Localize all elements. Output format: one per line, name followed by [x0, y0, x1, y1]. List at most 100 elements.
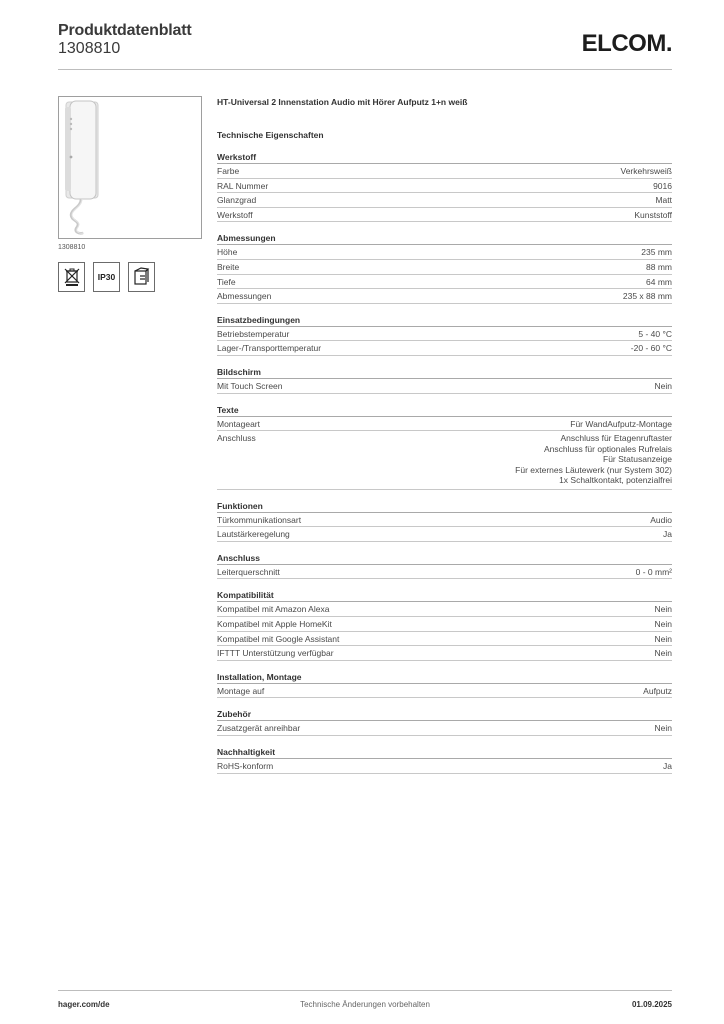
spec-value: 64 mm: [646, 276, 672, 287]
spec-group-title: Werkstoff: [217, 151, 672, 164]
spec-label: IFTTT Unterstützung verfügbar: [217, 648, 334, 659]
spec-value-line: 1x Schaltkontakt, potenzialfrei: [559, 475, 672, 486]
intercom-handset-image: [65, 100, 99, 235]
spec-label: Kompatibel mit Google Assistant: [217, 633, 340, 644]
footer-website: hager.com/de: [58, 1000, 110, 1009]
page-footer: hager.com/de Technische Änderungen vorbe…: [58, 990, 672, 1012]
spec-group-title: Einsatzbedingungen: [217, 314, 672, 327]
spec-group-title: Anschluss: [217, 552, 672, 565]
spec-label: Türkommunikationsart: [217, 514, 302, 525]
spec-value: Verkehrsweiß: [620, 166, 673, 176]
spec-row: Kompatibel mit Apple HomeKit Nein: [217, 617, 672, 632]
image-caption: 1308810: [58, 244, 86, 251]
spec-row: Mit Touch Screen Nein: [217, 379, 672, 394]
spec-row: Kompatibel mit Amazon Alexa Nein: [217, 602, 672, 617]
product-image: [58, 96, 202, 239]
spec-value-line: Anschluss für optionales Rufrelais: [543, 443, 672, 454]
spec-value-line: Für externes Läutewerk (nur System 302): [515, 464, 672, 475]
spec-value: Aufputz: [643, 685, 672, 696]
spec-value: 5 - 40 °C: [638, 328, 672, 339]
spec-row: Tiefe 64 mm: [217, 275, 672, 290]
spec-label: Werkstoff: [217, 209, 253, 220]
spec-label: Montageart: [217, 418, 260, 429]
spec-row: Abmessungen 235 x 88 mm: [217, 289, 672, 304]
spec-label: Glanzgrad: [217, 195, 257, 206]
spec-value: Kunststoff: [634, 209, 672, 220]
spec-value: Ja: [663, 529, 672, 540]
product-name: HT-Universal 2 Innenstation Audio mit Hö…: [217, 97, 468, 107]
spec-value: Nein: [654, 648, 672, 659]
document-number: 1308810: [58, 40, 121, 57]
footer-date: 01.09.2025: [631, 1000, 672, 1009]
spec-row: Werkstoff Kunststoff: [217, 208, 672, 223]
spec-row: IFTTT Unterstützung verfügbar Nein: [217, 646, 672, 661]
spec-row: Breite 88 mm: [217, 260, 672, 275]
specifications: HT-Universal 2 Innenstation Audio mit Hö…: [217, 96, 672, 774]
elcom-logo: ELCOM.: [581, 30, 673, 57]
spec-value: Ja: [663, 760, 672, 771]
spec-row: Türkommunikationsart Audio: [217, 513, 672, 528]
spec-label: Breite: [217, 261, 240, 272]
spec-value: 235 x 88 mm: [622, 291, 672, 302]
spec-value: Nein: [654, 723, 672, 734]
spec-label: Lautstärkeregelung: [217, 529, 290, 540]
spec-row: Kompatibel mit Google Assistant Nein: [217, 632, 672, 647]
spec-value: Matt: [655, 195, 672, 206]
certification-badges: IP30: [58, 262, 155, 292]
spec-value-line: Anschluss für Etagenruftaster: [560, 433, 672, 444]
spec-value: Für WandAufputz-Montage: [570, 418, 672, 429]
document-title: Produktdatenblatt: [58, 22, 192, 39]
footer-disclaimer: Technische Änderungen vorbehalten: [300, 1000, 430, 1009]
weee-bin-icon: [58, 262, 85, 292]
spec-group-title: Funktionen: [217, 500, 672, 513]
spec-label: Kompatibel mit Amazon Alexa: [217, 604, 330, 615]
spec-value: 9016: [653, 180, 672, 191]
spec-value: Nein: [654, 604, 672, 615]
spec-label: Zusatzgerät anreihbar: [217, 723, 301, 734]
spec-label: Abmessungen: [217, 291, 272, 302]
spec-group-title: Kompatibilität: [217, 589, 672, 603]
spec-row: Betriebstemperatur 5 - 40 °C: [217, 327, 672, 342]
spec-label: Montage auf: [217, 685, 265, 696]
spec-label: RAL Nummer: [217, 180, 269, 191]
spec-row: Montageart Für WandAufputz-Montage: [217, 417, 672, 432]
spec-group-title: Zubehör: [217, 708, 672, 722]
spec-value: Nein: [654, 633, 672, 644]
spec-label: Kompatibel mit Apple HomeKit: [217, 619, 332, 629]
spec-label: Tiefe: [217, 276, 236, 287]
spec-label: Betriebstemperatur: [217, 328, 290, 339]
spec-group-title: Installation, Montage: [217, 671, 672, 684]
spec-label: Mit Touch Screen: [217, 380, 283, 391]
spec-value-line: Für Statusanzeige: [603, 454, 672, 465]
spec-row: Montage auf Aufputz: [217, 684, 672, 699]
spec-value: Audio: [650, 514, 672, 525]
spec-row: Lautstärkeregelung Ja: [217, 527, 672, 542]
spec-group-title: Nachhaltigkeit: [217, 746, 672, 759]
spec-value: -20 - 60 °C: [630, 343, 672, 354]
surface-mount-icon: [128, 262, 155, 292]
spec-value: 235 mm: [641, 247, 672, 258]
page-header: Produktdatenblatt 1308810 ELCOM.: [58, 20, 673, 70]
section-heading: Technische Eigenschaften: [217, 130, 324, 140]
spec-value: 88 mm: [646, 261, 672, 272]
spec-value: Nein: [654, 380, 672, 391]
spec-label: Leiterquerschnitt: [217, 566, 280, 577]
ip30-badge: IP30: [93, 262, 120, 292]
spec-value: Nein: [654, 619, 672, 629]
spec-label: Anschluss: [217, 433, 256, 444]
